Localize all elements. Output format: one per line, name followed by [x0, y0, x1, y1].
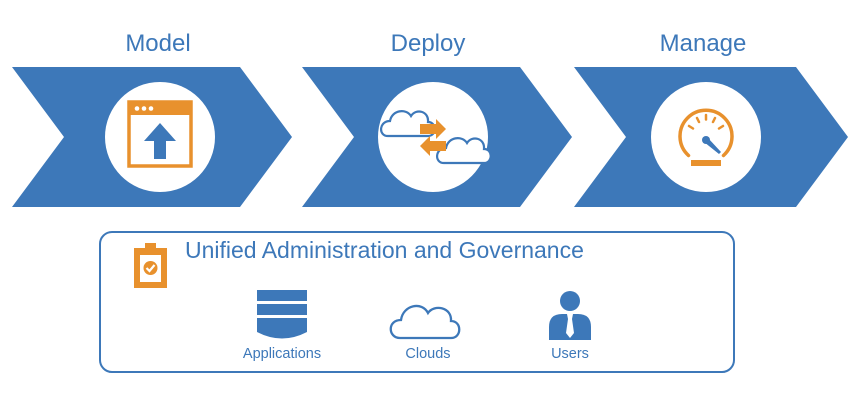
stage-title-model: Model — [125, 30, 191, 57]
user-icon — [549, 291, 591, 340]
database-icon — [257, 290, 307, 339]
cloud-icon — [389, 304, 461, 340]
resource-label-users: Users — [551, 346, 589, 362]
governance-title: Unified Administration and Governance — [185, 237, 584, 263]
cloud-sync-icon — [380, 110, 492, 165]
clipboard-check-icon — [134, 243, 167, 288]
resource-label-clouds: Clouds — [405, 346, 451, 362]
stage-title-deploy: Deploy — [390, 30, 466, 57]
stage-title-manage: Manage — [659, 30, 747, 57]
stage-circle-deploy — [378, 82, 488, 192]
gauge-icon — [678, 108, 734, 166]
resource-label-applications: Applications — [242, 346, 322, 362]
browser-upload-icon — [127, 100, 193, 168]
